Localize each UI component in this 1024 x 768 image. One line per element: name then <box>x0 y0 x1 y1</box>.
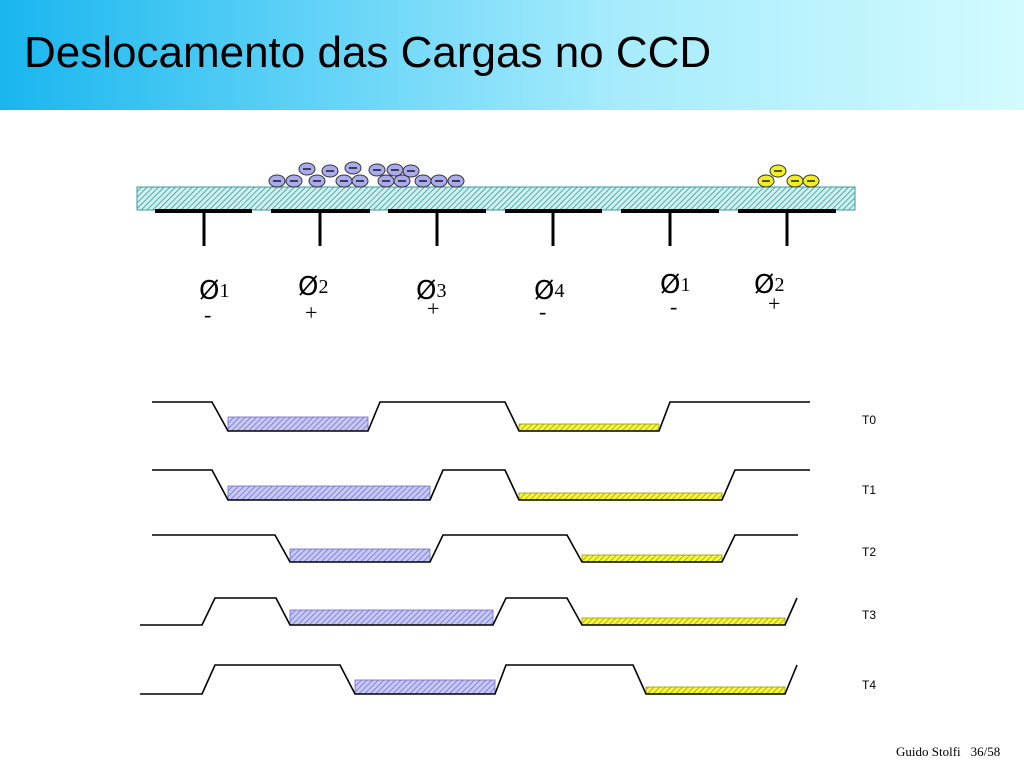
electrode <box>738 209 836 246</box>
electrode <box>505 209 602 246</box>
page-number: 36/58 <box>970 744 1001 759</box>
electrode-sign: + <box>427 296 440 321</box>
timestep-label: T2 <box>862 545 877 559</box>
charge-fill-yellow <box>581 617 786 626</box>
charge-fill-blue <box>289 548 431 563</box>
phase-label: Ø1 <box>199 276 230 306</box>
potential-well-t0 <box>152 401 810 432</box>
phase-label: Ø1 <box>660 270 691 300</box>
charge-fill-blue <box>227 485 431 501</box>
charge-fill-yellow <box>645 686 786 695</box>
electrode <box>388 209 486 246</box>
electrode-sign: + <box>305 300 318 325</box>
slide-footer: Guido Stolfi 36/58 <box>896 744 1000 760</box>
electrode <box>271 209 370 246</box>
charge-fill-blue <box>354 679 496 695</box>
title-bar <box>0 0 1024 110</box>
charge-fill-yellow <box>518 423 660 432</box>
slide-title: Deslocamento das Cargas no CCD <box>24 28 712 77</box>
electrode-sign: - <box>670 294 678 319</box>
timestep-label: T0 <box>862 413 877 427</box>
timestep-label: T3 <box>862 608 877 622</box>
potential-well-t4 <box>140 664 798 695</box>
charge-fill-blue <box>227 416 369 432</box>
charge-fill-yellow <box>581 554 723 563</box>
charge-packet-yellow <box>757 164 820 188</box>
phase-label: Ø2 <box>754 270 785 300</box>
electrode-sign: - <box>204 302 212 327</box>
potential-well-t2 <box>152 534 798 563</box>
phase-label: Ø2 <box>298 272 329 302</box>
ccd-substrate <box>136 186 856 211</box>
potential-well-t3 <box>140 597 798 626</box>
phase-label: Ø4 <box>534 276 565 306</box>
charge-fill-yellow <box>518 492 723 501</box>
electrode-sign: + <box>768 291 781 316</box>
timestep-label: T4 <box>862 678 877 692</box>
electrode <box>155 209 252 246</box>
footer-author: Guido Stolfi <box>896 744 961 759</box>
charge-fill-blue <box>289 609 494 626</box>
timestep-label: T1 <box>862 483 877 497</box>
phase-label: Ø3 <box>416 276 447 306</box>
electrode <box>621 209 719 246</box>
charge-packet-blue <box>268 161 465 188</box>
electrode-sign: - <box>539 299 547 324</box>
potential-well-t1 <box>152 469 810 501</box>
